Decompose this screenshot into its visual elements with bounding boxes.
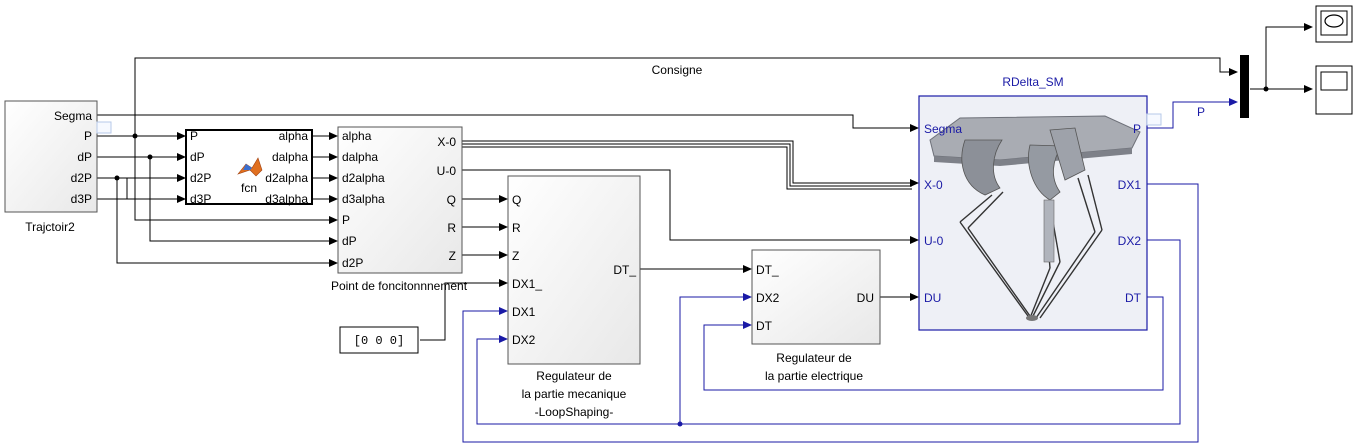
op-in-alpha: alpha	[342, 129, 372, 143]
display-icon[interactable]	[1315, 5, 1353, 43]
port-d2p: d2P	[71, 171, 92, 185]
p-output-label: P	[1197, 105, 1205, 119]
port-dp: dP	[77, 150, 92, 164]
fcn-out-d2alpha: d2alpha	[265, 171, 308, 185]
delta-robot-image	[929, 115, 1141, 321]
mech-name-line1: Regulateur de	[536, 369, 612, 383]
robot-in-x0: X-0	[924, 178, 943, 192]
robot-out-dt: DT	[1125, 291, 1142, 305]
robot-block[interactable]: RDelta_SM	[918, 75, 1162, 331]
trajectory-name: Trajctoir2	[25, 220, 75, 234]
subsystem-icon	[96, 121, 112, 134]
mech-in-r: R	[512, 221, 521, 235]
robot-out-p: P	[1133, 122, 1141, 136]
op-in-dalpha: dalpha	[342, 150, 378, 164]
mech-in-dx2: DX2	[512, 333, 536, 347]
op-out-r: R	[447, 221, 456, 235]
op-in-d2alpha: d2alpha	[342, 171, 385, 185]
port-segma: Segma	[54, 109, 92, 123]
black-wires	[97, 23, 1313, 341]
port-p: P	[84, 129, 92, 143]
elec-in-dx2: DX2	[756, 291, 780, 305]
op-in-dp: dP	[342, 234, 357, 248]
mech-in-z: Z	[512, 249, 519, 263]
scope-icon[interactable]	[1315, 65, 1353, 115]
robot-title: RDelta_SM	[1002, 75, 1063, 89]
fcn-out-d3alpha: d3alpha	[265, 192, 308, 206]
constant-block[interactable]: [0 0 0]	[339, 326, 419, 354]
robot-in-u0: U-0	[924, 234, 944, 248]
fcn-in-p: P	[190, 129, 198, 143]
elec-in-dt-: DT_	[756, 263, 779, 277]
matlab-function-icon	[237, 157, 263, 177]
trajectory-block[interactable]: Segma P dP d2P d3P Trajctoir2	[4, 100, 112, 234]
blue-wires	[462, 98, 1238, 443]
fcn-out-dalpha: dalpha	[272, 150, 308, 164]
op-in-d3alpha: d3alpha	[342, 192, 385, 206]
mech-name-line2: la partie mecanique	[522, 387, 627, 401]
robot-in-du: DU	[924, 291, 941, 305]
op-out-z: Z	[449, 249, 456, 263]
op-in-d2p: d2P	[342, 256, 363, 270]
mech-out-dt: DT_	[613, 263, 636, 277]
op-out-u0: U-0	[437, 164, 457, 178]
op-out-q: Q	[447, 193, 456, 207]
robot-out-dx2: DX2	[1118, 234, 1142, 248]
op-out-x0: X-0	[437, 135, 456, 149]
operating-point-block[interactable]: alpha dalpha d2alpha d3alpha P dP d2P X-…	[331, 126, 468, 293]
fcn-in-dp: dP	[190, 150, 205, 164]
consigne-label: Consigne	[652, 63, 703, 77]
fcn-in-d3p: d3P	[190, 192, 211, 206]
elec-out-du: DU	[857, 291, 874, 305]
mech-in-q: Q	[512, 193, 521, 207]
mech-in-dx1: DX1	[512, 305, 536, 319]
junctions	[114, 86, 1269, 427]
port-d3p: d3P	[71, 192, 92, 206]
operating-point-name: Point de foncitonnnement	[331, 279, 468, 293]
elec-name-line2: la partie electrique	[765, 369, 863, 383]
mux-bar-icon[interactable]	[1240, 55, 1249, 118]
subsystem-link-icon	[1146, 113, 1162, 126]
mech-regulator-block[interactable]: Q R Z DX1_ DX1 DX2 DT_ Regulateur de la …	[507, 175, 641, 419]
constant-value: [0 0 0]	[354, 334, 404, 348]
fcn-in-d2p: d2P	[190, 171, 211, 185]
fcn-label: fcn	[241, 181, 257, 195]
elec-in-dt: DT	[756, 319, 773, 333]
mech-in-dx1-: DX1_	[512, 277, 542, 291]
robot-in-segma: Segma	[924, 122, 962, 136]
elec-name-line1: Regulateur de	[776, 351, 852, 365]
fcn-out-alpha: alpha	[279, 129, 309, 143]
op-in-p: P	[342, 213, 350, 227]
fcn-block[interactable]: P dP d2P d3P alpha dalpha d2alpha d3alph…	[185, 129, 313, 206]
robot-out-dx1: DX1	[1118, 178, 1142, 192]
mech-name-line3: -LoopShaping-	[535, 405, 614, 419]
elec-regulator-block[interactable]: DT_ DX2 DT DU Regulateur de la partie el…	[751, 249, 881, 383]
